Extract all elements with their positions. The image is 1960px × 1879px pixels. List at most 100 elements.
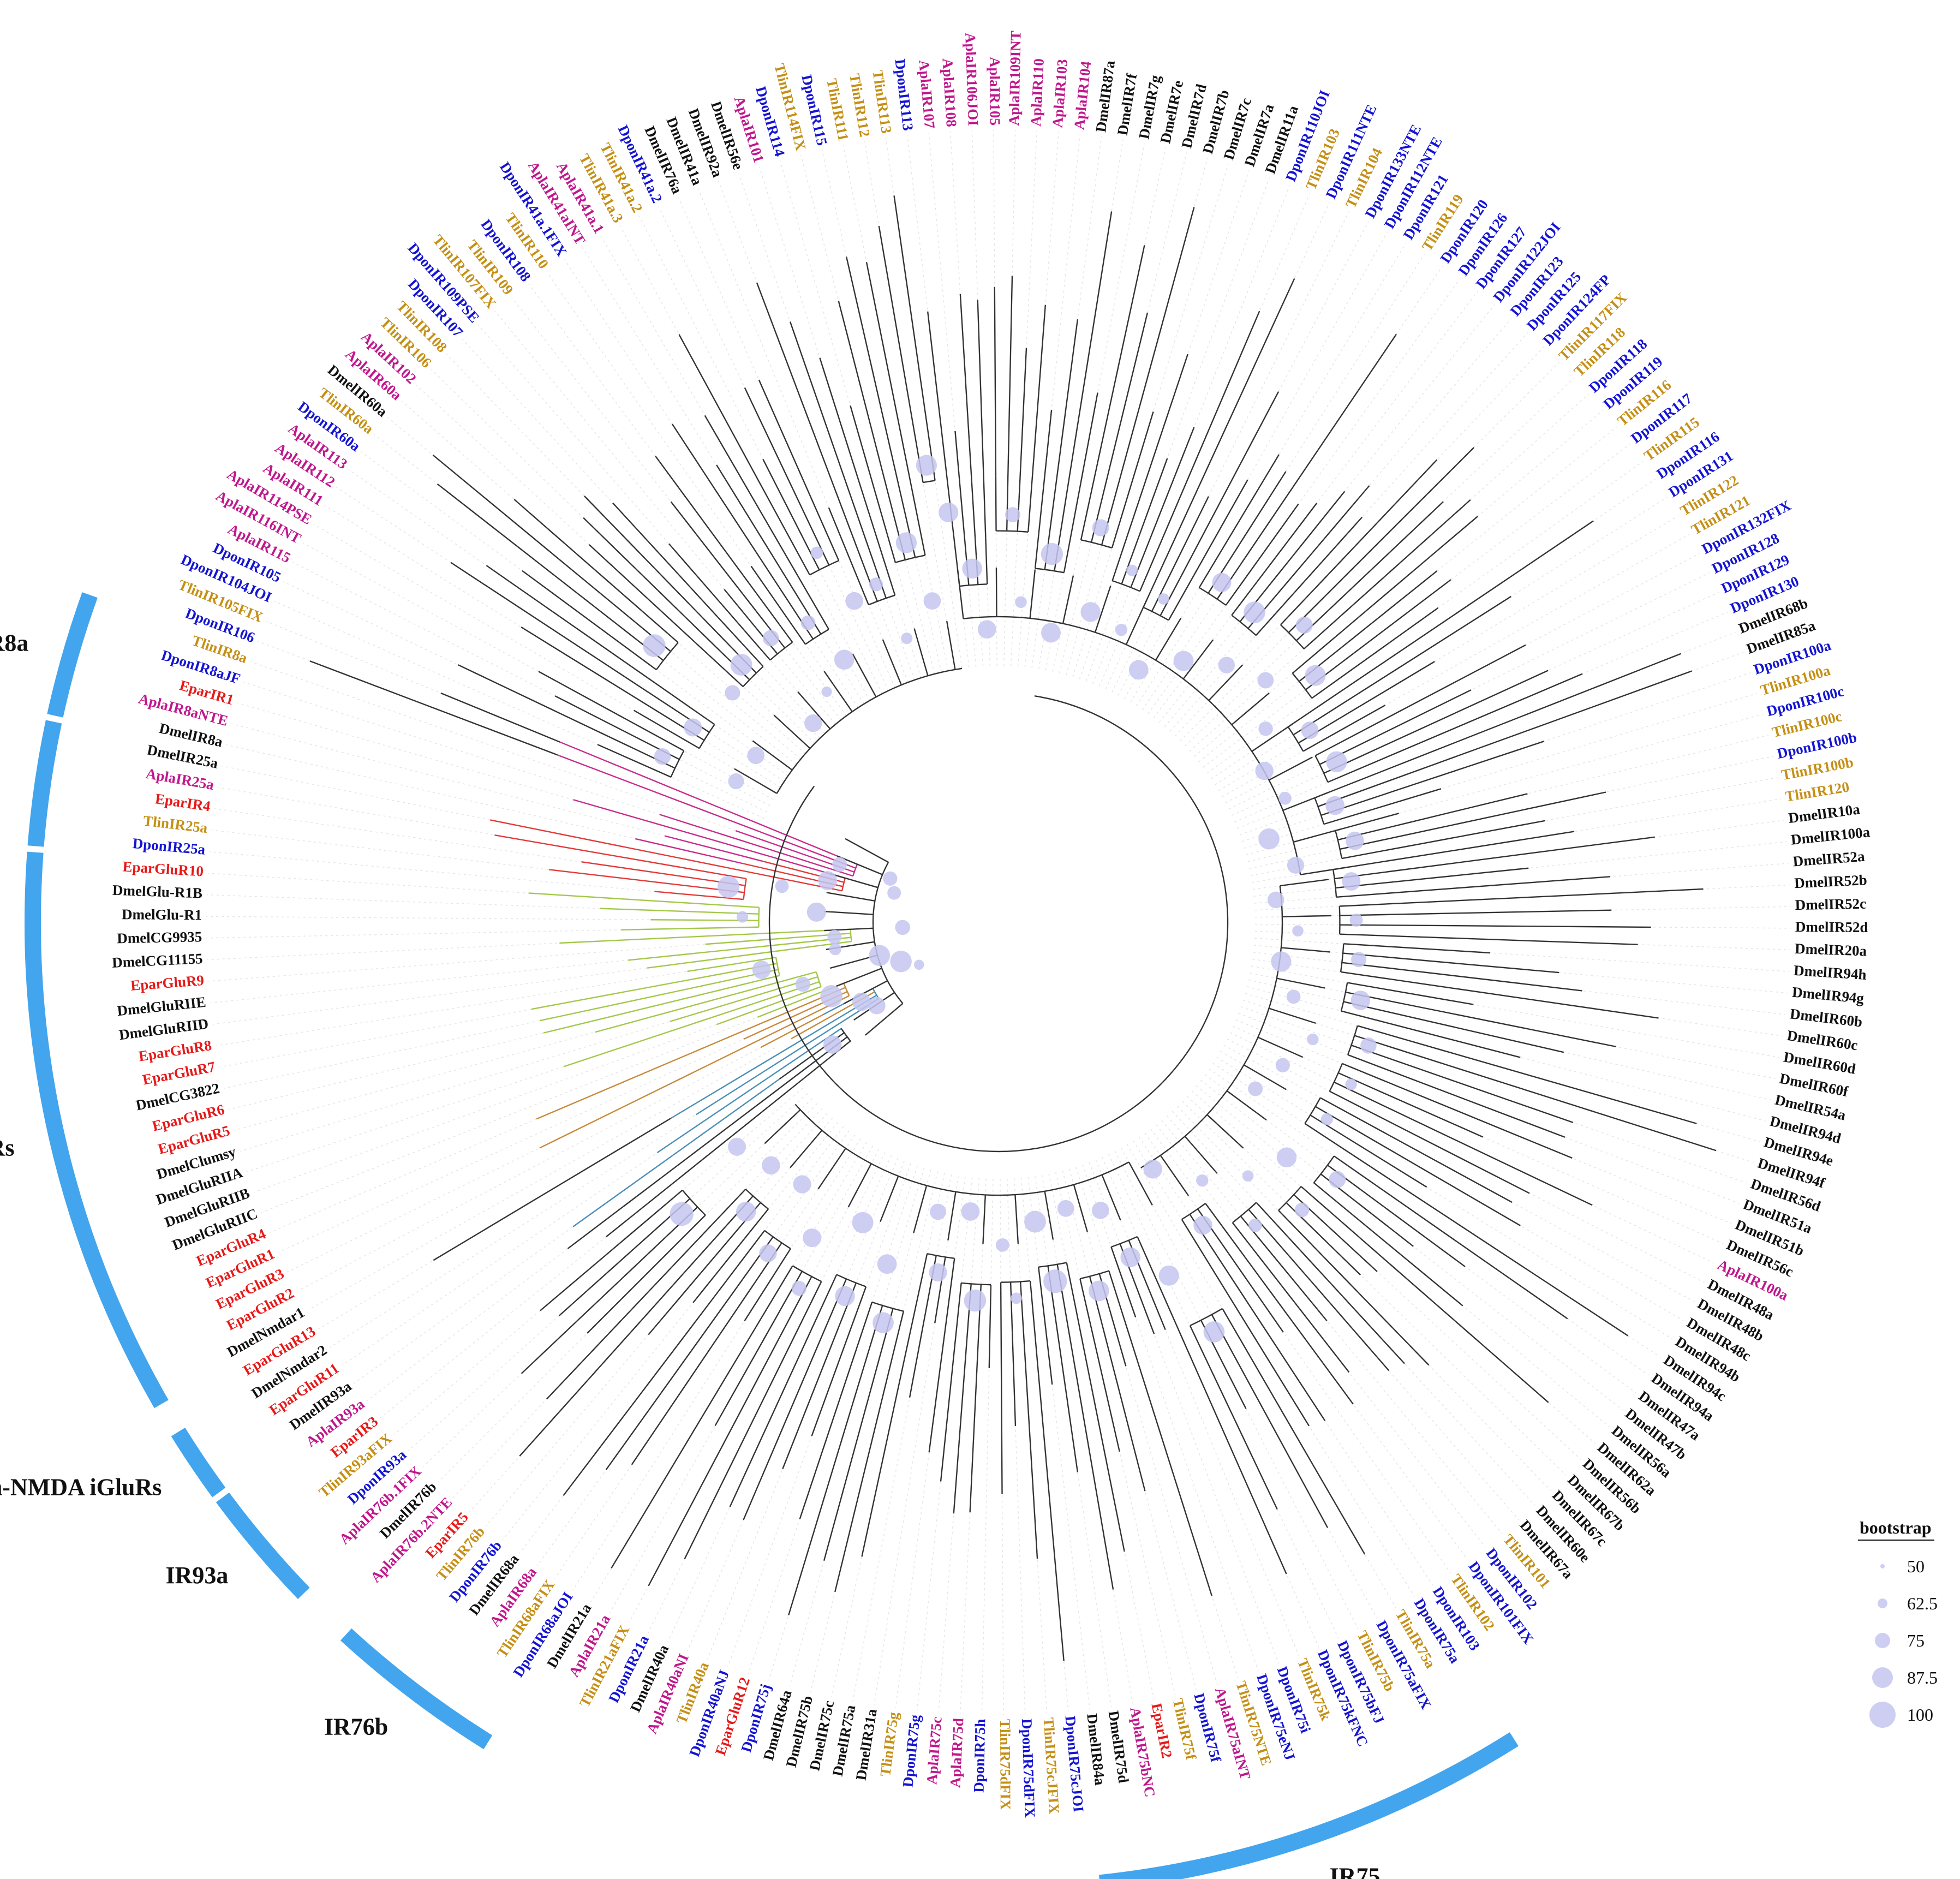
tip-guide (1148, 278, 1461, 714)
terminal-branch (1312, 705, 1386, 747)
backbone-branch (776, 667, 963, 794)
internal-branch (742, 1236, 774, 1280)
bootstrap-circle (1258, 721, 1273, 736)
terminal-branch (1340, 909, 1612, 916)
internal-branch (1320, 1097, 1388, 1135)
bootstrap-circle (923, 592, 941, 610)
terminal-branch (1365, 955, 1559, 974)
tip-label: AplaIR25a (145, 765, 216, 793)
internal-branch (923, 480, 935, 484)
bootstrap-circle (962, 558, 982, 579)
terminal-branch (1151, 496, 1209, 612)
terminal-branch (750, 565, 796, 630)
terminal-branch (756, 282, 842, 506)
internal-branch (1304, 1097, 1321, 1124)
tip-guide (1124, 231, 1388, 699)
tip-label: DmelGlu-R1 (122, 906, 202, 923)
terminal-branch (959, 294, 972, 481)
tip-label: TlinIR113 (869, 69, 894, 134)
terminal-branch (838, 300, 906, 560)
terminal-branch (670, 993, 761, 1022)
terminal-branch (1226, 1315, 1366, 1555)
internal-branch (699, 737, 705, 741)
tree-branches (309, 195, 1717, 1662)
tip-label: AplaIR110 (1027, 58, 1047, 127)
terminal-branch (631, 1242, 782, 1465)
internal-branch (996, 530, 1029, 533)
clade-bar (171, 1427, 226, 1498)
terminal-branch (538, 671, 642, 729)
legend-title: bootstrap (1860, 1518, 1932, 1537)
internal-branch (690, 1040, 851, 1170)
terminal-branch (1071, 1350, 1114, 1590)
bootstrap-circle (1088, 1280, 1109, 1302)
terminal-branch (1238, 503, 1299, 589)
tip-guide (302, 542, 774, 800)
internal-branch (1339, 901, 1427, 907)
internal-branch (741, 926, 759, 928)
legend-circle (1878, 1598, 1887, 1608)
internal-branch (560, 741, 858, 865)
internal-branch (1112, 580, 1140, 592)
tip-guide (1089, 1162, 1280, 1664)
terminal-branch (1111, 411, 1154, 548)
bootstrap-circle (1275, 1058, 1290, 1072)
bootstrap-circle (883, 871, 898, 886)
terminal-branch (1281, 1265, 1328, 1321)
internal-branch (1239, 618, 1244, 622)
bootstrap-circle (810, 546, 823, 559)
bootstrap-circle (1218, 657, 1235, 673)
terminal-branch (1323, 788, 1442, 825)
terminal-branch (1054, 1313, 1079, 1472)
terminal-branch (1352, 867, 1529, 887)
bootstrap-circle (1128, 660, 1149, 680)
bootstrap-circle (1301, 721, 1319, 739)
terminal-branch (799, 1332, 863, 1519)
internal-branch (959, 583, 988, 587)
terminal-branch (1387, 836, 1655, 873)
bootstrap-circle (1287, 856, 1305, 874)
internal-branch (895, 554, 925, 563)
tip-guide (638, 216, 883, 694)
tip-label: DmelIR84a (1084, 1713, 1108, 1786)
terminal-branch (1232, 1222, 1350, 1373)
bootstrap-circle (717, 876, 740, 898)
internal-branch (1278, 1210, 1301, 1233)
tip-label: AplaIR106JOI (962, 32, 982, 126)
backbone-branch (844, 980, 888, 1005)
internal-branch (1314, 698, 1424, 756)
tip-label: DmelIR20a (1795, 940, 1867, 959)
terminal-branch (494, 834, 738, 878)
terminal-branch (716, 1000, 782, 1025)
internal-branch (793, 520, 820, 570)
bootstrap-circle (1326, 751, 1347, 773)
internal-branch (557, 754, 856, 869)
bootstrap-circle (1258, 828, 1280, 850)
internal-branch (1232, 1202, 1257, 1224)
terminal-branch (1311, 607, 1439, 699)
bootstrap-circle (1248, 1218, 1262, 1232)
internal-branch (843, 983, 850, 997)
clade-bar (25, 851, 169, 1409)
terminal-branch (612, 502, 718, 617)
terminal-branch (977, 300, 987, 538)
backbone-branch (1282, 915, 1331, 917)
bootstrap-circle (821, 686, 832, 697)
terminal-branch (543, 987, 730, 1034)
legend-value: 87.5 (1907, 1668, 1938, 1687)
bootstrap-circle (895, 920, 910, 935)
internal-branch (1119, 1243, 1123, 1250)
clade-label: IR76b (324, 1713, 388, 1740)
bootstrap-circle (901, 633, 913, 645)
internal-branch (734, 837, 853, 877)
terminal-branch (549, 869, 728, 892)
terminal-branch (1183, 311, 1260, 490)
internal-branch (670, 750, 685, 778)
terminal-branch (671, 423, 814, 640)
bootstrap-circle (759, 1244, 777, 1262)
internal-branch (1143, 606, 1169, 621)
terminal-branch (850, 405, 888, 535)
terminal-branch (1358, 516, 1478, 618)
bootstrap-circle (1115, 624, 1128, 636)
